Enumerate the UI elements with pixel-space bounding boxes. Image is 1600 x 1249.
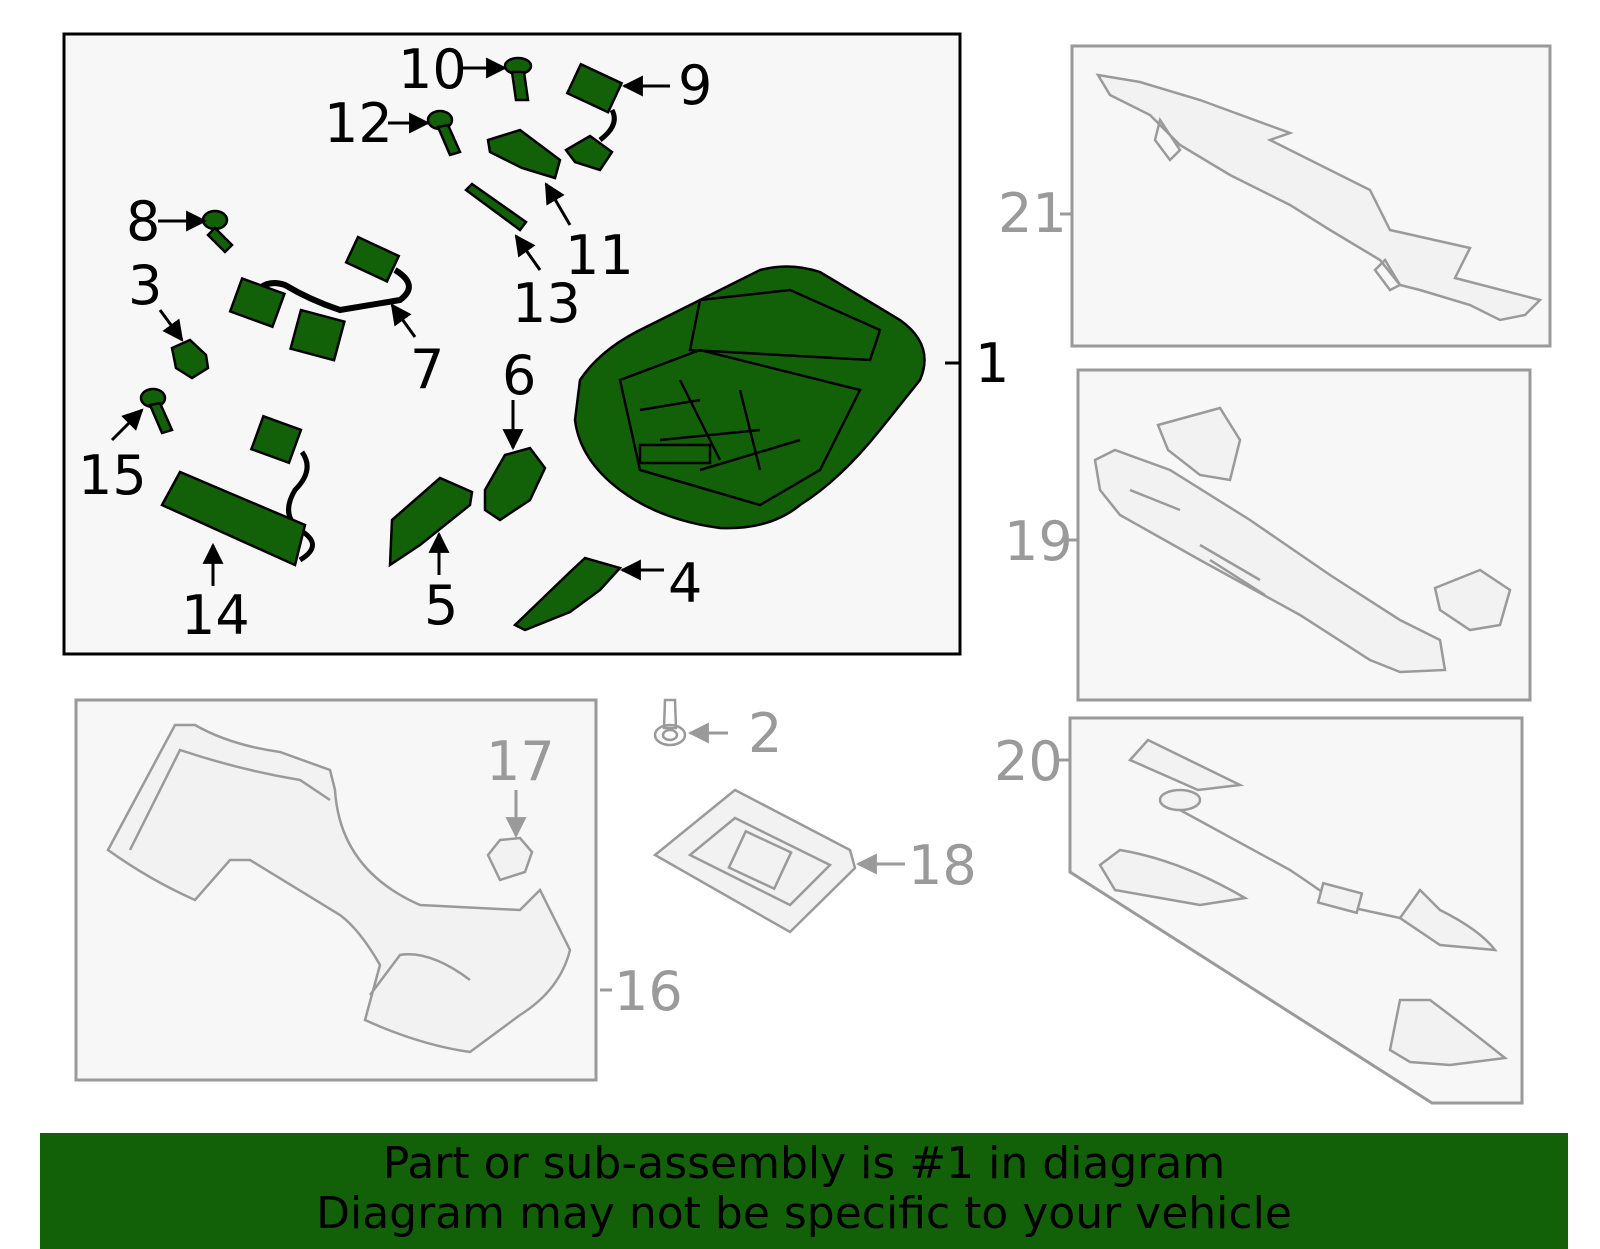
callout-11: 11 [565,224,634,287]
part-21-reinforcement [1095,73,1543,322]
part-17-clip [486,836,534,882]
part-4-cover [512,556,623,632]
info-banner: Part or sub-assembly is #1 in diagram Di… [40,1133,1568,1249]
part-18-bezel [652,788,857,934]
callout-15: 15 [78,444,147,507]
callout-3: 3 [128,254,162,317]
callout-2: 2 [748,702,782,765]
callout-18: 18 [908,834,977,897]
part-11-bracket [486,128,562,180]
part-7-harness [228,235,412,362]
part-14-lamp-unit [160,414,315,567]
callout-6: 6 [502,344,536,407]
callout-1: 1 [975,332,1009,395]
callout-4: 4 [668,552,702,615]
callout-12: 12 [324,92,393,155]
callout-7: 7 [410,338,444,401]
callout-20: 20 [994,730,1063,793]
part-8-bolt [201,209,234,254]
callout-17: 17 [486,730,555,793]
banner-line-2: Diagram may not be specific to your vehi… [316,1188,1292,1239]
part-15-bolt [139,387,174,435]
callout-10: 10 [398,38,467,101]
part-19-bracket-assembly [1093,406,1512,674]
callout-14: 14 [181,584,250,647]
part-3-clip [170,338,210,380]
callout-16: 16 [614,960,683,1023]
callout-9: 9 [678,54,712,117]
callout-19: 19 [1004,510,1073,573]
part-1-overhead-console [573,265,926,530]
part-6-connector [483,446,547,522]
banner-line-1: Part or sub-assembly is #1 in diagram [382,1138,1226,1189]
part-13-strip [464,182,528,232]
box-19 [1076,368,1532,702]
part-16-trim-panel [106,723,572,1054]
callout-5: 5 [424,574,458,637]
callout-8: 8 [126,190,160,253]
callout-13: 13 [512,272,581,335]
part-9-connector [564,62,624,172]
callout-21: 21 [998,182,1067,245]
part-5-bracket [388,476,474,568]
part-2-screw [653,698,687,747]
part-20-sensor-harness [1098,738,1509,1067]
